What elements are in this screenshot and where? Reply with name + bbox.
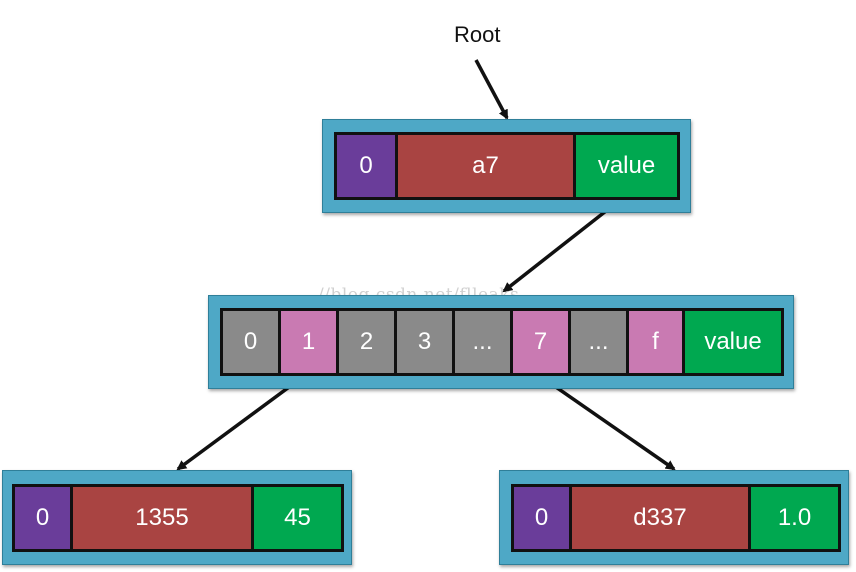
right-leaf-key-cell: d337 (572, 487, 751, 549)
root-label: Root (454, 22, 501, 47)
branch-slot-7: 7 (513, 311, 571, 373)
right-leaf-flag-cell: 0 (514, 487, 572, 549)
branch-node: 0 1 2 3 ... 7 ... f value (208, 295, 794, 389)
branch-slot-f: f (629, 311, 685, 373)
branch-slot-1: 1 (281, 311, 339, 373)
top-node-key-cell: a7 (398, 135, 576, 197)
left-leaf-flag-cell: 0 (15, 487, 73, 549)
top-node-flag-cell: 0 (337, 135, 398, 197)
left-leaf-cells: 0 1355 45 (12, 484, 344, 552)
top-node-value-cell: value (576, 135, 677, 197)
top-node-cells: 0 a7 value (334, 132, 680, 200)
branch-slot-3: 3 (397, 311, 455, 373)
left-leaf-value-cell: 45 (254, 487, 341, 549)
slot7-to-right-leaf-arrow (539, 374, 676, 471)
root-arrow (474, 59, 509, 120)
branch-value-cell: value (685, 311, 781, 373)
branch-slot-2: 2 (339, 311, 397, 373)
branch-slot-0: 0 (223, 311, 281, 373)
right-leaf-node: 0 d337 1.0 (499, 470, 849, 565)
right-leaf-value-cell: 1.0 (751, 487, 838, 549)
slot1-to-left-leaf-arrow (176, 374, 306, 471)
left-leaf-key-cell: 1355 (73, 487, 254, 549)
right-leaf-cells: 0 d337 1.0 (511, 484, 841, 552)
top-node: 0 a7 value (322, 119, 691, 213)
left-leaf-node: 0 1355 45 (2, 470, 352, 565)
top-to-branch-arrow (502, 198, 622, 293)
branch-slot-ellipsis-2: ... (571, 311, 629, 373)
branch-node-cells: 0 1 2 3 ... 7 ... f value (220, 308, 784, 376)
branch-slot-ellipsis-1: ... (455, 311, 513, 373)
